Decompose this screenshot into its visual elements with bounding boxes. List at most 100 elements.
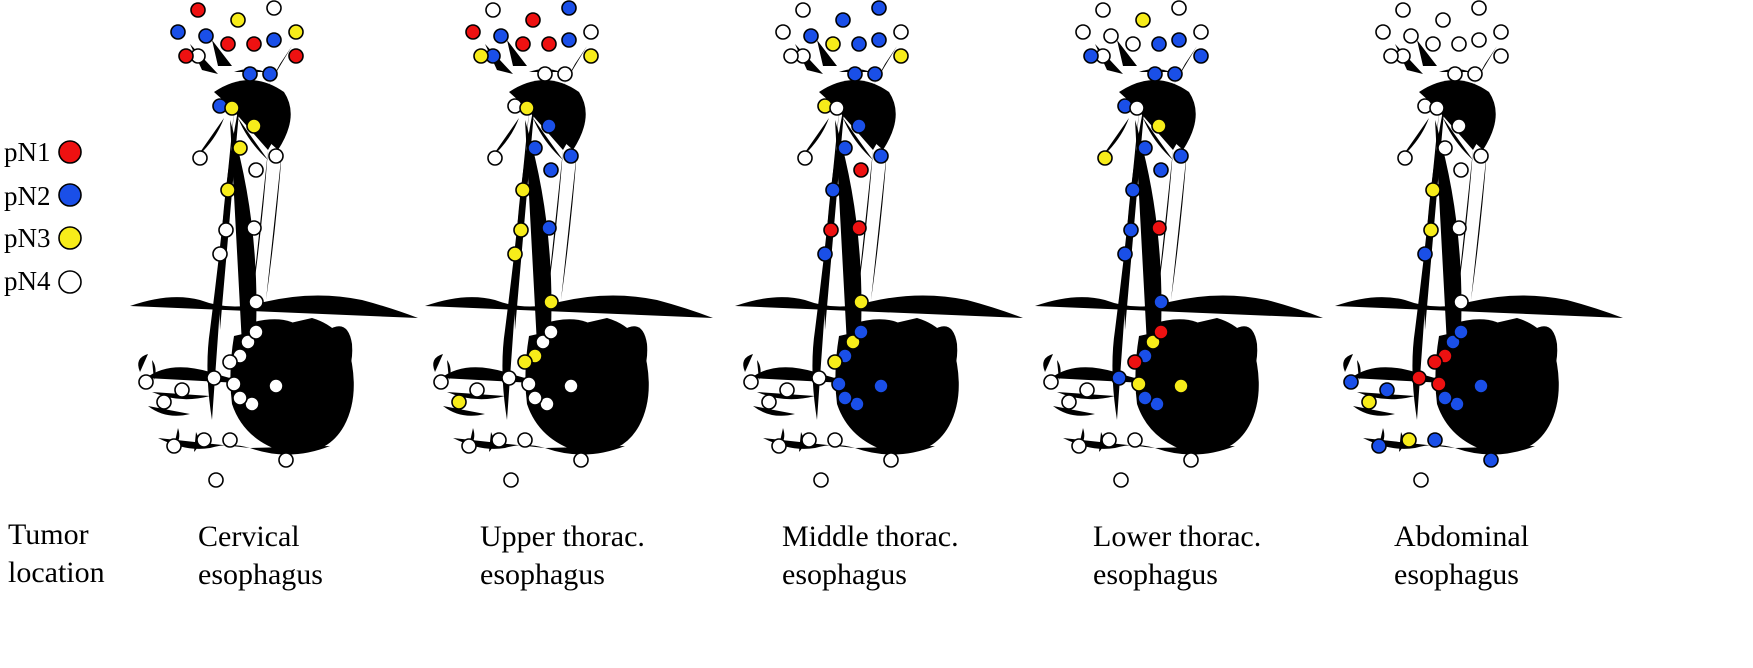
lymph-node-pn4 <box>269 379 283 393</box>
lymph-node-pn1 <box>466 25 480 39</box>
lymph-node-pn2 <box>243 67 257 81</box>
lymph-node-pn4 <box>1044 375 1058 389</box>
lymph-node-pn2 <box>868 67 882 81</box>
lymph-node-pn4 <box>1128 433 1142 447</box>
lymph-node-pn2 <box>1084 49 1098 63</box>
lymph-node-pn2 <box>1126 183 1140 197</box>
lymph-node-pn1 <box>1152 221 1166 235</box>
lymph-node-pn4 <box>1452 119 1466 133</box>
lymph-node-pn4 <box>1184 453 1198 467</box>
anatomy-outline <box>1035 40 1323 486</box>
lymph-node-pn2 <box>1344 375 1358 389</box>
lymph-node-pn4 <box>1076 25 1090 39</box>
lymph-node-pn1 <box>824 223 838 237</box>
lymph-node-pn2 <box>852 37 866 51</box>
lymph-node-pn2 <box>1428 433 1442 447</box>
lymph-node-pn4 <box>1172 1 1186 15</box>
lymph-node-pn2 <box>872 1 886 15</box>
lymph-node-pn4 <box>219 223 233 237</box>
lymph-node-pn3 <box>828 355 842 369</box>
lymph-node-pn1 <box>854 163 868 177</box>
lymph-node-pn2 <box>836 13 850 27</box>
lymph-node-pn2 <box>1118 247 1132 261</box>
lymph-node-pn4 <box>1474 149 1488 163</box>
lymph-node-pn4 <box>227 377 241 391</box>
lymph-node-pn3 <box>1132 377 1146 391</box>
lymph-node-pn2 <box>838 391 852 405</box>
lymph-node-pn4 <box>814 473 828 487</box>
lymph-node-pn4 <box>1194 25 1208 39</box>
lymph-node-pn4 <box>544 325 558 339</box>
lymph-node-pn4 <box>812 371 826 385</box>
lymph-node-pn1 <box>852 221 866 235</box>
lymph-node-pn4 <box>486 3 500 17</box>
lymph-node-pn2 <box>832 377 846 391</box>
lymph-node-pn2 <box>562 1 576 15</box>
lymph-node-pn4 <box>175 383 189 397</box>
lymph-node-pn2 <box>1418 247 1432 261</box>
anatomy-outline <box>735 40 1023 486</box>
lymph-node-pn2 <box>1112 371 1126 385</box>
lymph-node-pn3 <box>1152 119 1166 133</box>
lymph-node-pn1 <box>289 49 303 63</box>
lymph-node-pn4 <box>1454 163 1468 177</box>
lymph-node-pn4 <box>502 371 516 385</box>
lymph-node-pn2 <box>564 149 578 163</box>
lymph-node-pn4 <box>1414 473 1428 487</box>
lymph-node-pn4 <box>167 439 181 453</box>
lymph-node-pn4 <box>1452 37 1466 51</box>
lymph-node-pn4 <box>1398 151 1412 165</box>
panel-lower-thoracic <box>1035 1 1323 487</box>
lymph-node-pn4 <box>1376 25 1390 39</box>
lymph-node-pn4 <box>780 383 794 397</box>
tumor-label: Tumor <box>8 518 89 551</box>
lymph-node-pn4 <box>776 25 790 39</box>
lymph-node-pn2 <box>562 33 576 47</box>
lymph-node-pn4 <box>1468 67 1482 81</box>
legend: pN1 pN2 pN3 pN4 <box>4 137 81 296</box>
lymph-node-pn3 <box>854 295 868 309</box>
lymph-node-pn4 <box>209 473 223 487</box>
lymph-node-pn4 <box>1384 49 1398 63</box>
lymph-node-pn3 <box>514 223 528 237</box>
lymph-node-pn1 <box>1428 355 1442 369</box>
lymph-node-pn3 <box>474 49 488 63</box>
lymph-node-pn4 <box>528 391 542 405</box>
lymph-node-pn3 <box>233 141 247 155</box>
lymph-node-pn4 <box>1426 37 1440 51</box>
lymph-node-pn2 <box>1154 295 1168 309</box>
lymph-node-pn4 <box>1472 33 1486 47</box>
lymph-node-pn4 <box>558 67 572 81</box>
lymph-node-pn4 <box>518 433 532 447</box>
lymph-node-pn4 <box>1436 13 1450 27</box>
lymph-node-pn2 <box>1148 67 1162 81</box>
lymph-node-pn2 <box>1152 37 1166 51</box>
caption-cervical-line1: Cervical <box>198 520 300 553</box>
lymph-node-pn2 <box>804 29 818 43</box>
lymph-node-pn4 <box>1404 29 1418 43</box>
lymph-node-pn4 <box>434 375 448 389</box>
panel-upper-thoracic <box>425 1 713 487</box>
lymph-node-pn4 <box>744 375 758 389</box>
caption-middle-thoracic-line1: Middle thorac. <box>782 520 959 553</box>
lymph-node-pn2 <box>838 141 852 155</box>
legend-marker-pn3 <box>59 227 81 249</box>
lymph-node-pn4 <box>1126 37 1140 51</box>
lymph-node-pn2 <box>1138 141 1152 155</box>
lymph-node-pn4 <box>157 395 171 409</box>
lymph-node-pn2 <box>1124 223 1138 237</box>
lymph-node-pn2 <box>1438 391 1452 405</box>
caption-upper-thoracic-line1: Upper thorac. <box>480 520 645 553</box>
lymph-node-pn1 <box>1412 371 1426 385</box>
anatomy-outline <box>425 40 713 486</box>
lymph-node-pn1 <box>1128 355 1142 369</box>
lymph-node-pn4 <box>139 375 153 389</box>
legend-marker-pn1 <box>59 141 81 163</box>
lymph-node-pn4 <box>1438 141 1452 155</box>
lymph-node-pn3 <box>225 101 239 115</box>
legend-marker-pn2 <box>59 184 81 206</box>
lymph-node-pn2 <box>199 29 213 43</box>
lymph-node-pn2 <box>1194 49 1208 63</box>
lymph-node-pn1 <box>179 49 193 63</box>
